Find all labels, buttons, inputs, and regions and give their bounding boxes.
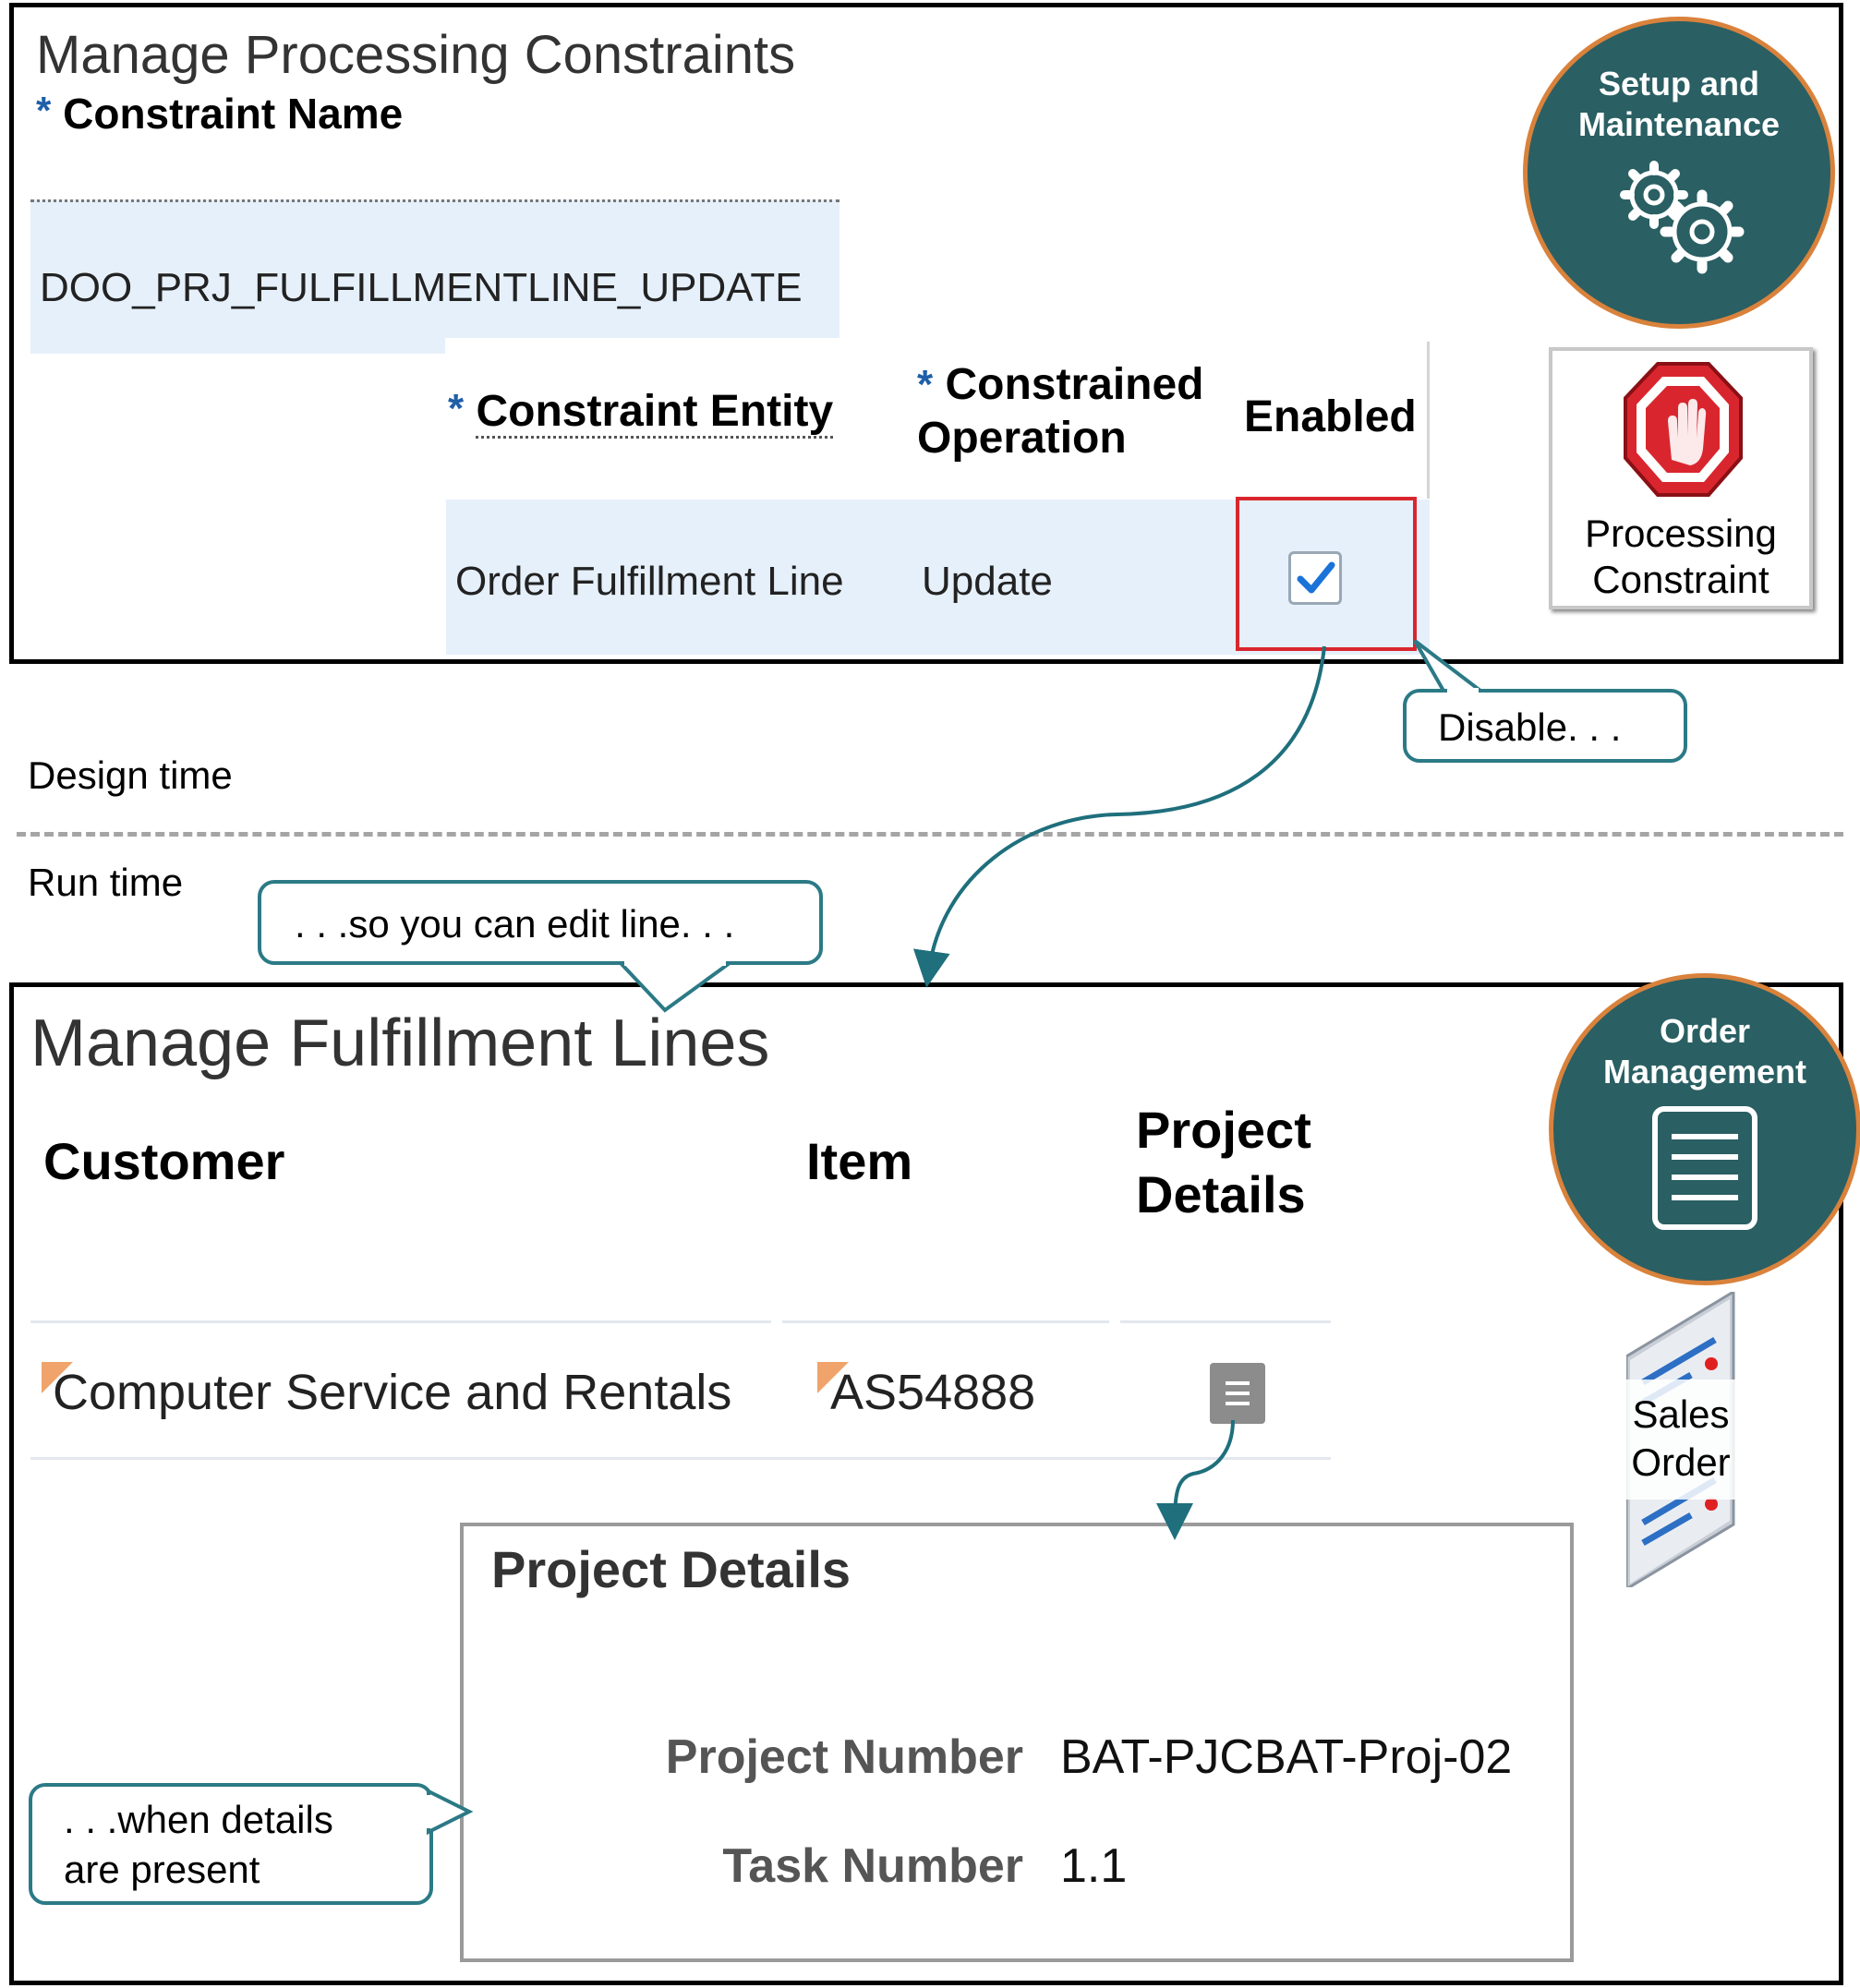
phase-divider: [17, 832, 1843, 837]
sales-order-tile: Sales Order: [1626, 1292, 1735, 1587]
enabled-highlight-box: [1236, 497, 1417, 651]
callout-details-present: . . .when details are present: [29, 1783, 433, 1905]
project-details-popup: Project Details Project Number BAT-PJCBA…: [460, 1523, 1574, 1962]
task-number-label: Task Number: [722, 1839, 1023, 1893]
constraint-name-label: * Constraint Name: [36, 89, 404, 138]
design-to-run-arrow: [912, 645, 1326, 988]
processing-constraints-panel: Manage Processing Constraints * Constrai…: [9, 3, 1843, 664]
project-number-value: BAT-PJCBAT-Proj-02: [1060, 1730, 1513, 1784]
column-header-customer: Customer: [43, 1132, 285, 1190]
column-header-project-details: Project Details: [1136, 1101, 1311, 1223]
required-mark: *: [36, 89, 52, 132]
task-number-value: 1.1: [1060, 1839, 1128, 1893]
sales-order-icon: [1626, 1292, 1735, 1587]
row-item: AS54888: [830, 1365, 1036, 1420]
enabled-checkbox[interactable]: [1288, 551, 1342, 605]
page-title: Manage Processing Constraints: [36, 25, 796, 85]
column-header-operation: * Constrained Operation: [917, 360, 1204, 463]
row-divider-top: [30, 1320, 1331, 1323]
setup-maintenance-badge: Setup and Maintenance: [1523, 17, 1835, 329]
processing-constraint-tile: Processing Constraint: [1549, 347, 1813, 609]
order-management-badge: Order Management: [1549, 973, 1860, 1285]
run-time-label: Run time: [28, 861, 184, 904]
callout-disable: Disable. . .: [1403, 689, 1687, 763]
column-gap: [771, 1320, 782, 1323]
table-row[interactable]: Order Fulfillment Line Update: [446, 500, 1430, 655]
column-header-item: Item: [806, 1132, 913, 1190]
project-number-label: Project Number: [665, 1730, 1023, 1784]
constraint-name-field[interactable]: DOO_PRJ_FULFILLMENTLINE_UPDATE: [30, 199, 839, 338]
page-title: Manage Fulfillment Lines: [30, 1006, 770, 1080]
document-icon: [1652, 1106, 1757, 1230]
header-divider: [1427, 342, 1430, 499]
column-header-entity[interactable]: * Constraint Entity: [448, 386, 834, 439]
column-gap: [1109, 1320, 1120, 1323]
checkmark-icon: [1297, 561, 1335, 594]
column-header-enabled: Enabled: [1244, 392, 1417, 441]
row-operation: Update: [922, 559, 1053, 604]
edited-flag-icon: [817, 1362, 849, 1393]
popup-title: Project Details: [491, 1540, 851, 1598]
document-icon: [1226, 1381, 1250, 1405]
edited-flag-icon: [42, 1362, 73, 1393]
gears-icon: [1620, 161, 1745, 274]
table-row[interactable]: Computer Service and Rentals AS54888: [30, 1323, 1331, 1460]
stop-hand-icon: [1624, 362, 1743, 497]
callout-edit-line: . . .so you can edit line. . .: [258, 880, 823, 965]
project-details-button[interactable]: [1210, 1363, 1265, 1424]
constraint-name-value: DOO_PRJ_FULFILLMENTLINE_UPDATE: [40, 265, 803, 310]
row-customer: Computer Service and Rentals: [53, 1365, 732, 1420]
design-time-label: Design time: [28, 753, 233, 797]
row-entity: Order Fulfillment Line: [455, 559, 844, 604]
fulfillment-lines-panel: Manage Fulfillment Lines Customer Item P…: [9, 973, 1860, 1985]
name-field-lower-fill: [30, 335, 445, 354]
